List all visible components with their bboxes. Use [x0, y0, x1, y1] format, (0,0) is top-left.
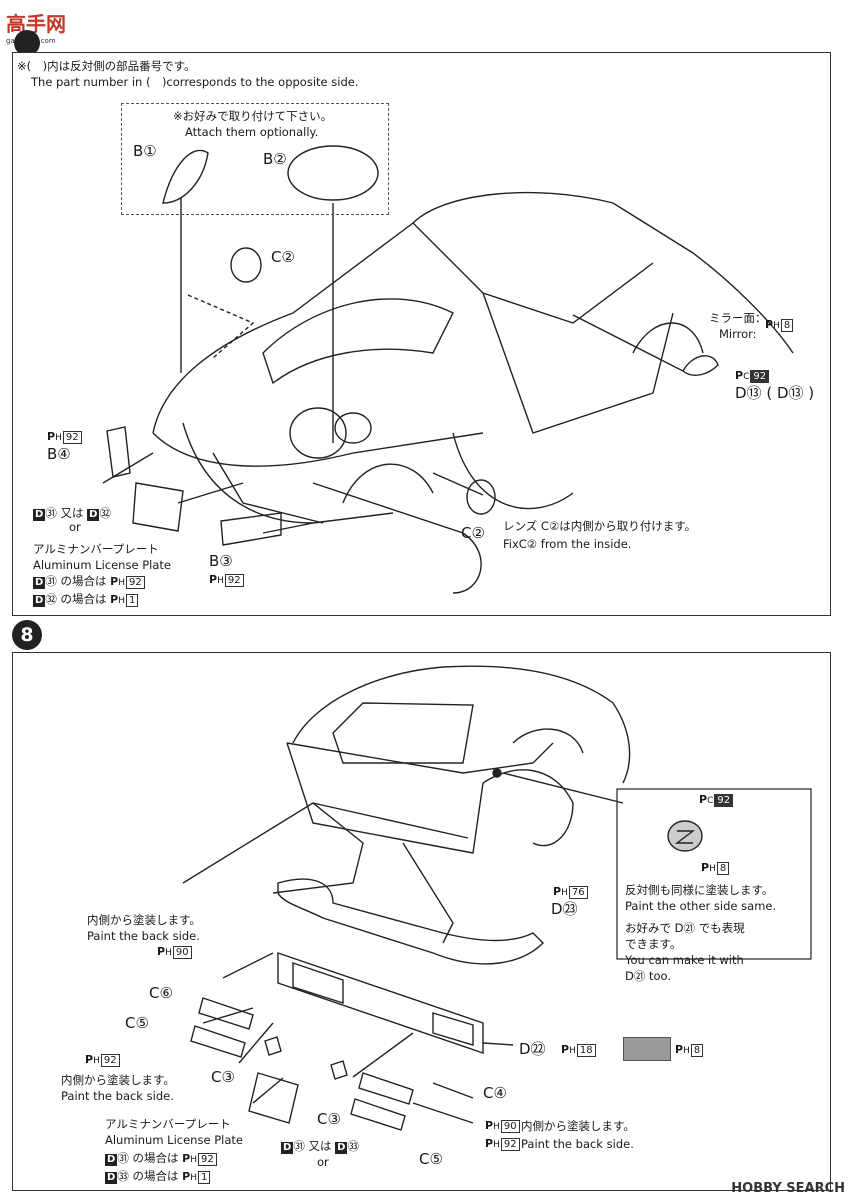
c5-paint-jp: 内側から塗装します。 [61, 1073, 175, 1087]
c4-paint-jp: 内側から塗装します。 [521, 1119, 635, 1133]
c6-paint-en: Paint the back side. [87, 929, 200, 943]
part-c3-mid-label: C③ [317, 1110, 341, 1128]
part-c2-bottom-label: C② [461, 524, 485, 542]
part-c5-left-label: C⑤ [125, 1014, 149, 1032]
optional-jp2-8: できます。 [625, 937, 682, 951]
part-d13-label: D⑬ ( D⑬ ) [735, 384, 815, 402]
car-rear-illustration [182, 665, 812, 1131]
part-c4-label: C④ [483, 1084, 507, 1102]
lens-en: FixC② from the inside. [503, 537, 632, 551]
part-d23-label: D㉓ [551, 900, 578, 918]
optional-en: Attach them optionally. [185, 125, 319, 139]
step-7-badge [14, 30, 40, 56]
note-jp: ※( )内は反対側の部品番号です。 [17, 59, 196, 73]
part-b2-label: B② [263, 150, 287, 168]
note-en: The part number in ( )corresponds to the… [31, 75, 359, 89]
other-side-en: Paint the other side same. [625, 899, 777, 913]
optional-en2-8: D㉑ too. [625, 969, 672, 983]
part-b3-label: B③ [209, 552, 233, 570]
part-c5-right-label: C⑤ [419, 1150, 443, 1168]
step-8-badge: 8 [12, 620, 42, 650]
step-7-panel: ※( )内は反対側の部品番号です。 The part number in ( )… [12, 52, 831, 616]
plate-jp: アルミナンバープレート [33, 542, 159, 556]
part-b1-label: B① [133, 142, 157, 160]
lens-jp: レンズ C②は内側から取り付けます。 [503, 519, 697, 533]
or-text-8: or [317, 1155, 329, 1169]
c5r-paint-en: Paint the back side. [521, 1137, 634, 1151]
plate-jp-8: アルミナンバープレート [105, 1117, 231, 1131]
optional-en-8: You can make it with [625, 953, 744, 967]
c5-paint-en: Paint the back side. [61, 1089, 174, 1103]
part-d22-label: D㉒ [519, 1040, 546, 1058]
or-text: or [69, 520, 81, 534]
part-b4-label: B④ [47, 445, 71, 463]
hobby-search-watermark: HOBBY SEARCH [731, 1181, 845, 1196]
car-front-illustration [102, 145, 794, 594]
part-c6-label: C⑥ [149, 984, 173, 1002]
c6-paint-jp: 内側から塗装します。 [87, 913, 201, 927]
mirror-en: Mirror: [719, 327, 757, 341]
optional-parts-box [121, 103, 389, 215]
mirror-jp: ミラー面： [709, 311, 767, 325]
other-side-jp: 反対側も同様に塗装します。 [625, 883, 774, 897]
optional-jp-8: お好みで D㉑ でも表現 [625, 921, 745, 935]
plate-en: Aluminum License Plate [33, 558, 171, 572]
part-c3-left-label: C③ [211, 1068, 235, 1086]
plate-en-8: Aluminum License Plate [105, 1133, 243, 1147]
color-swatch [623, 1037, 671, 1061]
part-c2-top-label: C② [271, 248, 295, 266]
optional-jp: ※お好みで取り付けて下さい。 [173, 109, 333, 123]
